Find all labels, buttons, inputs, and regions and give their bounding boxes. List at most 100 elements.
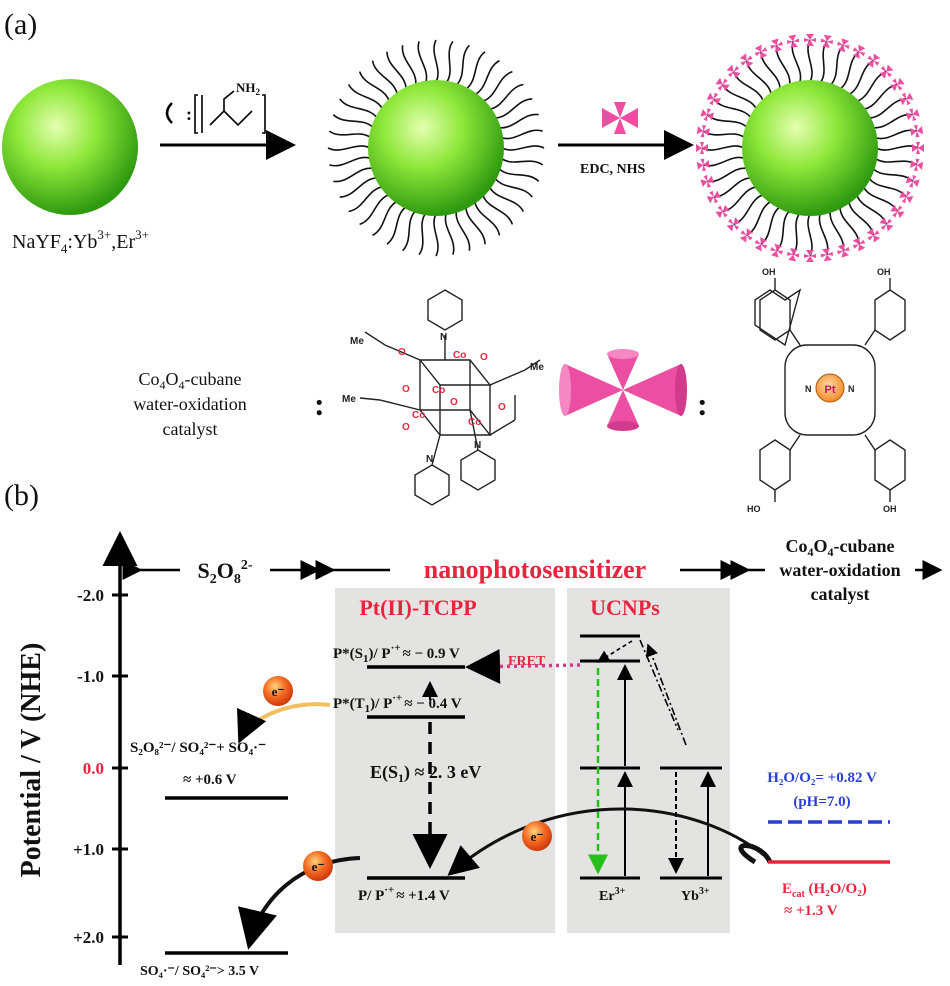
ucnp-box	[567, 588, 730, 933]
polymer-strand	[489, 83, 524, 110]
porphyrin-ligand	[899, 92, 914, 106]
coated-nanoparticle	[327, 39, 545, 257]
polymer-strand	[455, 44, 470, 86]
cubane-label-line1: Co4O4-cubane	[139, 369, 242, 392]
porphyrin-ligand	[726, 64, 741, 79]
polymer-strand	[482, 70, 513, 103]
polymer-strand	[445, 40, 454, 84]
cubane-n-3: N	[474, 440, 481, 451]
porphyrin-n-2: N	[848, 384, 855, 394]
porphyrin-ligand	[820, 34, 834, 48]
polymer-strand	[868, 98, 907, 119]
polymer-strand	[829, 44, 844, 86]
polymer-strand	[401, 45, 417, 86]
cubane-o-1: O	[398, 347, 406, 358]
cubane-me-3: Me	[530, 362, 544, 373]
ucnp-transitions	[588, 639, 716, 876]
t1-level-label: P*(T1)/ P·+≈ − 0.4 V	[333, 692, 462, 715]
electron-path-catalyst	[447, 807, 771, 876]
porphyrin-ligand	[754, 44, 768, 59]
polymer-strand	[872, 167, 914, 182]
porphyrin-ligand	[726, 217, 741, 232]
cubane-co-1: Co	[453, 350, 466, 361]
pt-tcpp-structure	[754, 278, 906, 502]
polymer-strand	[359, 193, 390, 226]
cubane-n-1: N	[440, 332, 447, 343]
catalyst-arrow-tail	[738, 843, 773, 865]
cubane-label-line3: catalyst	[163, 419, 218, 439]
yb-label: Yb3+	[681, 886, 710, 904]
polymer-strand	[329, 156, 372, 167]
polymer-strand	[500, 129, 543, 140]
cubane-co-3: Co	[412, 410, 425, 421]
polymer-strand	[702, 130, 746, 139]
polymer-strand	[433, 213, 439, 257]
porphyrin-ligand	[879, 217, 894, 232]
cubane-colon: :	[314, 386, 325, 422]
polymer-strand	[500, 157, 544, 166]
porphyrin-ligand	[905, 175, 920, 188]
cubane-n-2: N	[426, 454, 433, 465]
cubane-o-4: O	[498, 402, 506, 413]
porphyrin-ligand	[696, 158, 710, 172]
sulfate-radical-potential: SO₄·⁻/ SO₄²⁻> 3.5 V	[140, 964, 259, 979]
polymer-strand	[776, 210, 791, 252]
polymer-strand	[701, 145, 745, 151]
es1-label: E(S1) ≈ 2. 3 eV	[370, 762, 481, 785]
polymer-strand	[455, 210, 471, 251]
polymer-strand	[474, 201, 501, 236]
polymer-strand	[839, 51, 860, 90]
cooh-label-3: HO	[747, 504, 761, 514]
porphyrin-ligand	[890, 204, 905, 219]
polymer-strand	[347, 84, 384, 110]
polymer-strand	[791, 41, 802, 84]
porphyrin-ligand	[754, 237, 768, 252]
cubane-o-3: O	[402, 384, 410, 395]
polymer-strand	[358, 71, 391, 102]
polymer-strand	[333, 167, 374, 183]
polymer-strand	[819, 40, 828, 84]
polymer-strand	[792, 212, 801, 256]
electron-path-lower	[237, 856, 361, 950]
porphyrin-symbol-large	[559, 349, 687, 431]
polymer-strand	[418, 212, 427, 256]
y-tick-label: +2.0	[73, 928, 104, 947]
pt-tcpp-header: Pt(II)-TCPP	[359, 595, 476, 620]
polymer-strand	[372, 200, 398, 237]
svg-text:e⁻: e⁻	[272, 684, 285, 699]
cooh-label-1: OH	[762, 267, 776, 277]
porphyrin-ligand	[696, 142, 708, 154]
polymer-strand	[807, 213, 813, 257]
porphyrin-ligand	[912, 142, 924, 154]
polymer-strand	[386, 206, 407, 245]
porphyrin-ligand	[706, 92, 721, 106]
s1-level-label: P*(S1)/ P·+≈ − 0.9 V	[333, 642, 460, 665]
y-axis-label: Potential / V (NHE)	[16, 643, 47, 878]
porphyrin-ligand	[820, 248, 834, 262]
electron-upper: e⁻	[263, 676, 293, 706]
porphyrin-ligand	[739, 53, 754, 68]
porphyrin-ligand	[852, 44, 866, 59]
cooh-label-4: OH	[883, 504, 897, 514]
polymer-strand	[488, 186, 525, 212]
y-ticks: -2.0-1.00.0+1.0+2.0	[73, 586, 128, 947]
polymer-strand	[775, 45, 791, 86]
porphyrin-ligand	[715, 77, 730, 92]
electron-lower: e⁻	[303, 851, 333, 881]
fret-label: FRET	[508, 654, 546, 669]
cubane-o-5: O	[450, 397, 458, 408]
polymer-strand	[481, 194, 514, 225]
porphyrin-ligand	[852, 237, 866, 252]
porphyrin-ligand	[770, 38, 783, 53]
polymer-strand	[328, 130, 372, 139]
persulfate-reaction: S₂O₈²⁻/ SO₄²⁻+ SO₄·⁻	[130, 740, 266, 756]
polymer-strand	[875, 145, 919, 151]
functionalized-nanoparticle	[696, 34, 924, 262]
polymer-strand	[829, 210, 845, 251]
y-tick-label: -1.0	[77, 667, 104, 686]
porphyrin-ligand	[700, 108, 715, 121]
polymer-strand	[444, 212, 455, 255]
polymer-strand	[433, 39, 439, 83]
ecat-potential: ≈ +1.3 V	[784, 903, 838, 919]
porphyrin-n-1: N	[805, 384, 812, 394]
